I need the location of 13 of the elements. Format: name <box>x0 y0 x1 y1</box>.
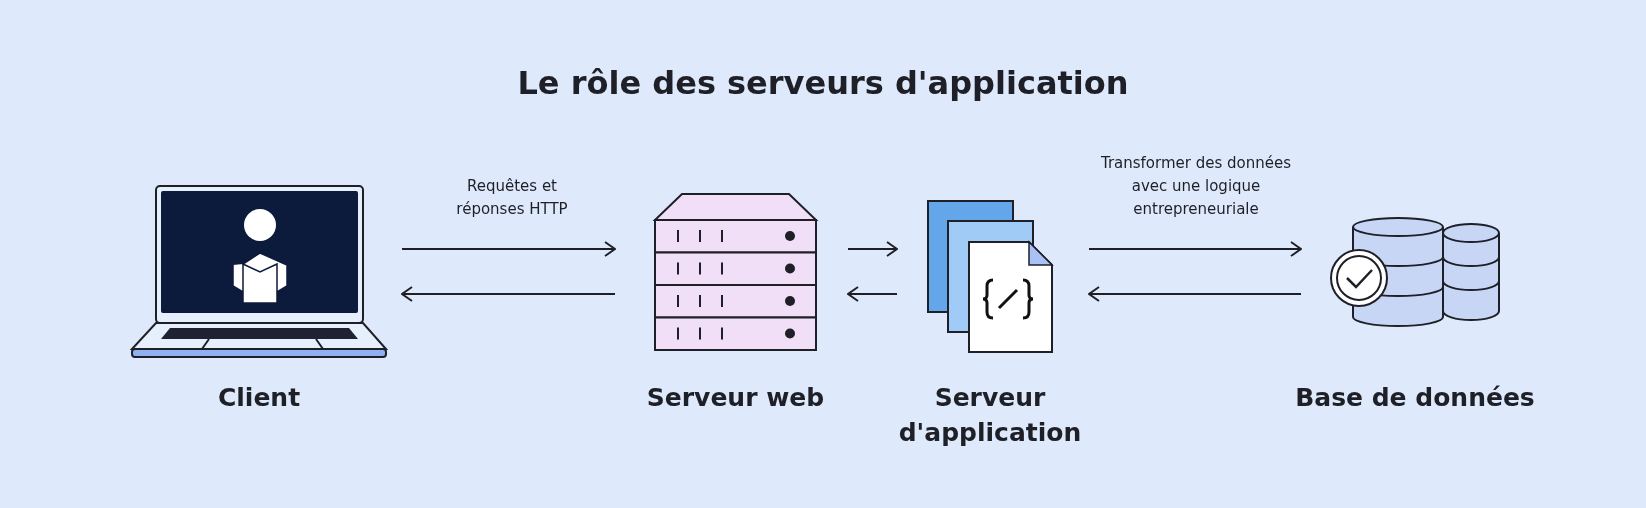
arrow <box>401 286 616 302</box>
node-label: Serveur d'application <box>897 382 1083 449</box>
edge-label: Transformer des données avec une logique entrepreneuriale <box>1099 153 1293 220</box>
node-label: Serveur web <box>645 382 826 414</box>
node-label: Client <box>216 382 302 414</box>
node-label: Base de données <box>1294 382 1536 414</box>
edge-label: Requêtes et réponses HTTP <box>455 176 569 220</box>
title: Le rôle des serveurs d'application <box>516 64 1130 102</box>
arrow <box>1088 241 1302 257</box>
arrow <box>847 241 898 257</box>
arrow <box>401 241 616 257</box>
arrow <box>847 286 898 302</box>
arrow <box>1088 286 1302 302</box>
